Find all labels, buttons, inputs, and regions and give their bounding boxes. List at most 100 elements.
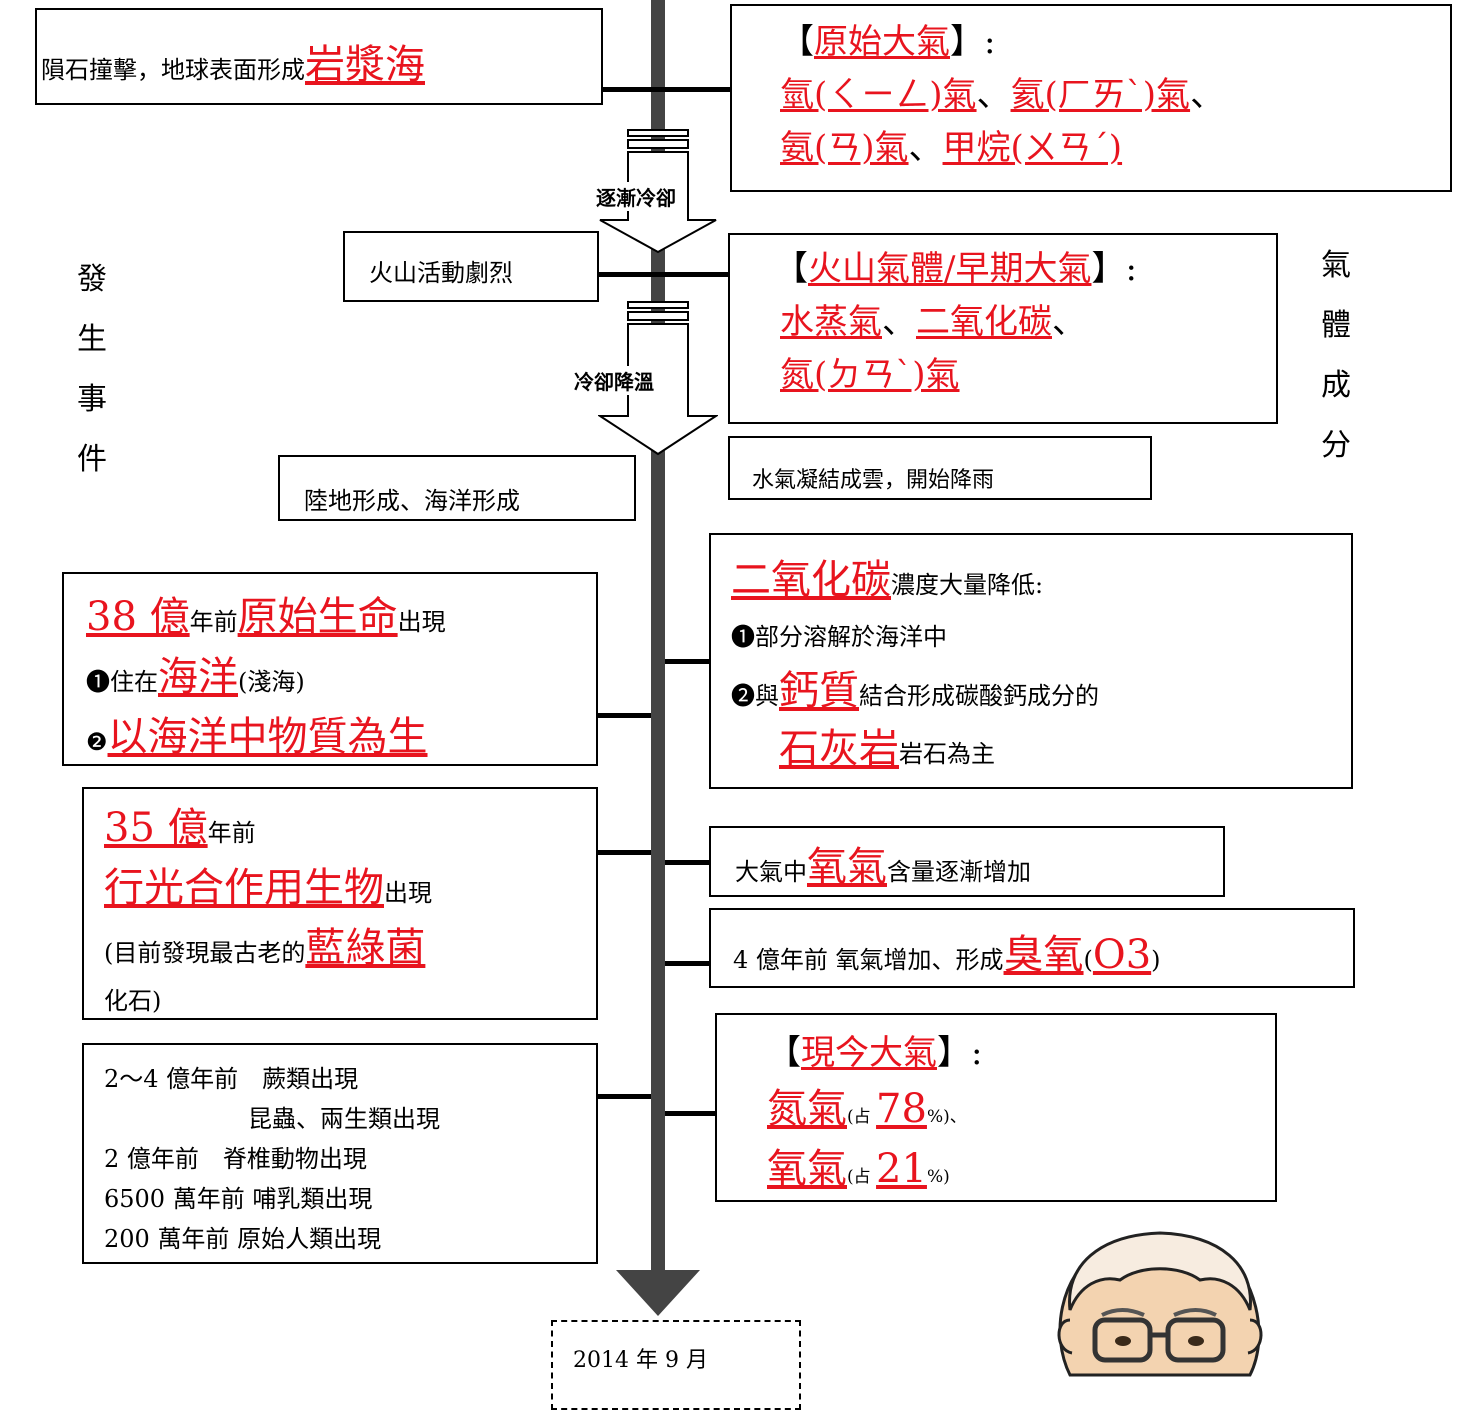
connector-line — [602, 87, 730, 92]
gas-text: %)、 — [926, 1107, 967, 1127]
bracket-close: 】: — [937, 1033, 983, 1073]
connector-line — [665, 961, 709, 966]
event-timeline-list: 2～4 億年前 蕨類出現 昆蟲、兩生類出現 2 億年前 脊椎動物出現 6500 … — [82, 1043, 598, 1264]
event-keyword: 行光合作用生物 — [104, 865, 384, 911]
gas-item: 氮氣 — [767, 1086, 847, 1132]
separator: 、 — [1190, 75, 1225, 115]
gas-keyword: 二氧化碳 — [731, 557, 891, 603]
connector-line — [598, 850, 651, 855]
gas-item: 水蒸氣 — [780, 302, 882, 342]
gas-item: 氮(ㄉㄢˋ)氣 — [780, 355, 960, 395]
gas-title: 現今大氣 — [801, 1033, 937, 1073]
gas-keyword: 鈣質 — [779, 668, 859, 714]
event-keyword: 原始生命 — [237, 594, 398, 640]
cooling-label-1: 逐漸冷卻 — [594, 182, 678, 211]
separator: 、 — [908, 128, 943, 168]
separator: 、 — [882, 302, 916, 342]
gas-item: 氧氣 — [767, 1146, 847, 1192]
event-text: 陸地形成、海洋形成 — [304, 487, 520, 515]
gas-percent: 21 — [876, 1146, 927, 1192]
date-text: 2014 年 9 月 — [573, 1348, 708, 1373]
timeline-item: 2～4 億年前 蕨類出現 — [104, 1065, 359, 1093]
bracket-close: 】: — [950, 22, 996, 62]
gas-item: 氦(ㄏㄞˋ)氣 — [1010, 75, 1191, 115]
events-side-char: 件 — [77, 442, 107, 477]
event-keyword: 岩漿海 — [305, 42, 425, 88]
gases-side-label: 氣 體 成 分 — [1316, 236, 1356, 476]
event-text: 火山活動劇烈 — [369, 259, 513, 287]
gas-text: ) — [1151, 946, 1161, 974]
events-side-char: 事 — [77, 382, 107, 417]
bracket-open: 【 — [774, 249, 808, 289]
gas-ozone: 4 億年前 氧氣增加、形成臭氧(O3) — [709, 908, 1355, 988]
timeline-item: 200 萬年前 原始人類出現 — [104, 1225, 382, 1253]
event-text: 年前 — [189, 608, 238, 636]
event-text: 出現 — [384, 879, 432, 907]
event-keyword: 藍綠菌 — [305, 925, 426, 971]
gases-side-char: 體 — [1321, 308, 1351, 343]
gas-percent: 78 — [876, 1086, 927, 1132]
gas-item: 二氧化碳 — [916, 302, 1052, 342]
gas-keyword: 氧氣 — [807, 844, 887, 890]
timeline-item: 昆蟲、兩生類出現 — [104, 1105, 440, 1133]
gases-side-char: 氣 — [1321, 248, 1351, 283]
timeline-arrowhead — [616, 1270, 700, 1316]
gas-title: 火山氣體/早期大氣 — [808, 249, 1092, 289]
events-side-char: 生 — [77, 322, 107, 357]
connector-line — [598, 272, 728, 277]
gas-text: 結合形成碳酸鈣成分的 — [859, 682, 1099, 710]
gas-co2-decrease: 二氧化碳濃度大量降低: ❶部分溶解於海洋中 ❷與鈣質結合形成碳酸鈣成分的 石灰岩… — [709, 533, 1353, 789]
gas-oxygen-increase: 大氣中氧氣含量逐漸增加 — [709, 826, 1225, 897]
life-age: 35 億 — [104, 805, 208, 851]
gas-modern-atmosphere: 【現今大氣】: 氮氣(占 78%)、 氧氣(占 21%) — [715, 1013, 1277, 1202]
gas-text: 濃度大量降低: — [891, 571, 1044, 599]
event-text: (目前發現最古老的 — [104, 939, 306, 967]
gas-text: ❶部分溶解於海洋中 — [731, 623, 947, 651]
event-land-ocean: 陸地形成、海洋形成 — [278, 455, 636, 521]
event-keyword: 海洋 — [158, 654, 238, 700]
event-photosynthesis: 35 億年前 行光合作用生物出現 (目前發現最古老的藍綠菌 化石) — [82, 787, 598, 1020]
gas-item: 氨(ㄢ)氣 — [780, 128, 909, 168]
gas-early-atmosphere: 【火山氣體/早期大氣】: 水蒸氣、二氧化碳、 氮(ㄉㄢˋ)氣 — [728, 233, 1278, 424]
event-keyword: 以海洋中物質為生 — [107, 714, 428, 760]
cooling-arrow-2 — [598, 301, 718, 456]
event-volcano: 火山活動劇烈 — [343, 231, 599, 302]
timeline-item: 6500 萬年前 哺乳類出現 — [104, 1185, 373, 1213]
bullet-text: ❷ — [86, 728, 108, 756]
ozone-formula: O3 — [1092, 932, 1152, 978]
gas-primitive-atmosphere: 【原始大氣】: 氫(ㄑㄧㄥ)氣、氦(ㄏㄞˋ)氣、 氨(ㄢ)氣、甲烷(ㄨㄢˊ) — [730, 4, 1452, 192]
gas-text: (占 — [847, 1167, 877, 1187]
separator: 、 — [1052, 302, 1086, 342]
gas-text: 4 億年前 氧氣增加、形成 — [733, 946, 1004, 974]
gas-text: 岩石為主 — [899, 740, 995, 768]
event-text: 年前 — [207, 819, 256, 847]
connector-line — [665, 1111, 715, 1116]
gas-item: 氫(ㄑㄧㄥ)氣 — [780, 75, 977, 115]
gas-keyword: 石灰岩 — [779, 726, 899, 772]
connector-line — [598, 1094, 651, 1099]
event-text: 化石) — [104, 987, 162, 1015]
cooling-label-2: 冷卻降溫 — [572, 366, 656, 395]
gas-text: 含量逐漸增加 — [887, 858, 1031, 886]
gas-text: %) — [926, 1167, 950, 1187]
event-magma-ocean: 隕石撞擊，地球表面形成岩漿海 — [35, 8, 603, 105]
cartoon-portrait-image — [1057, 1231, 1263, 1377]
event-primitive-life: 38 億年前原始生命出現 ❶住在海洋(淺海) ❷以海洋中物質為生 — [62, 572, 598, 766]
bullet-text: ❶住在 — [86, 668, 158, 696]
gas-title: 原始大氣 — [814, 22, 950, 62]
gas-item: 甲烷(ㄨㄢˊ) — [942, 128, 1123, 168]
timeline-item: 2 億年前 脊椎動物出現 — [104, 1145, 367, 1173]
gas-text: ❷與 — [731, 682, 779, 710]
gas-rain: 水氣凝結成雲，開始降雨 — [728, 436, 1152, 500]
bullet-text: (淺海) — [238, 668, 305, 696]
gas-keyword: 臭氧 — [1003, 932, 1084, 978]
connector-line — [665, 659, 709, 664]
connector-line — [665, 860, 709, 865]
separator: 、 — [976, 75, 1011, 115]
event-text: 出現 — [397, 608, 446, 636]
bracket-close: 】: — [1091, 249, 1137, 289]
connector-line — [598, 713, 651, 718]
event-text: 水氣凝結成雲，開始降雨 — [752, 468, 995, 493]
event-text: 隕石撞擊，地球表面形成 — [41, 56, 305, 84]
life-age: 38 億 — [86, 594, 190, 640]
